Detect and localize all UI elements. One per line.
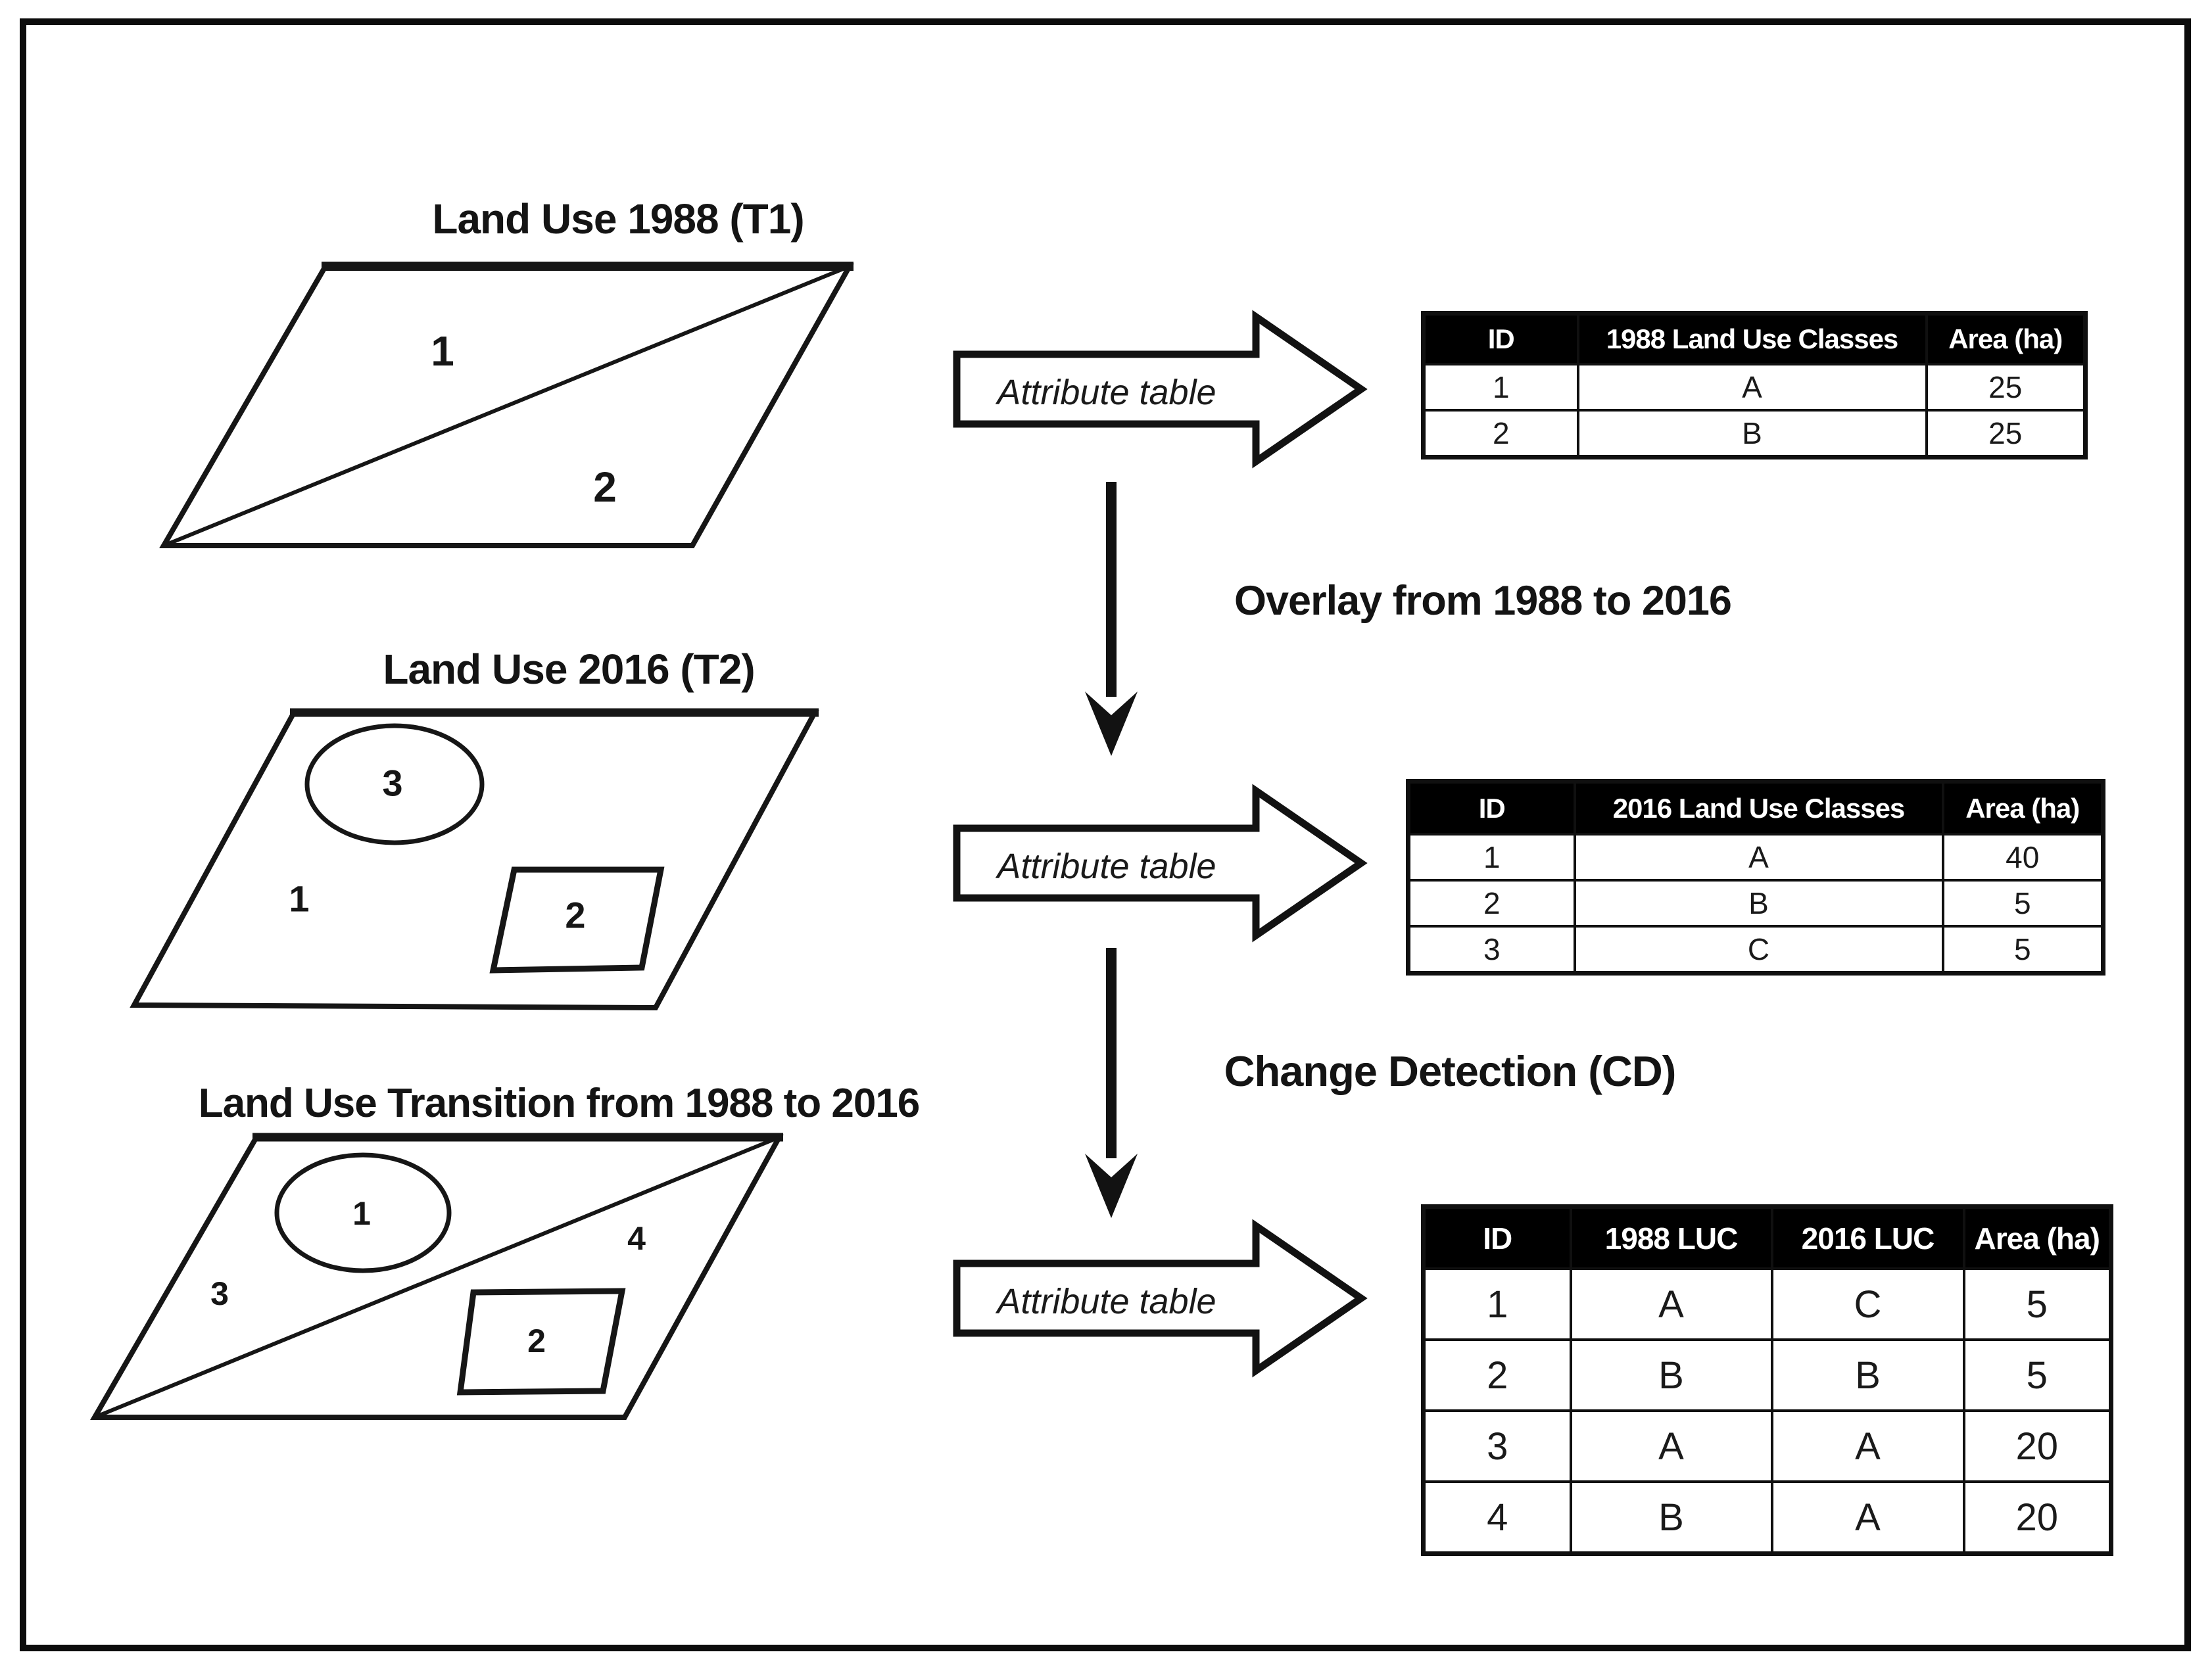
map-transition-region-3-label: 3 xyxy=(210,1275,229,1312)
diagram-2016-title: Land Use 2016 (T2) xyxy=(383,646,755,693)
cell-2016luc: C xyxy=(1770,1267,1965,1341)
attribute-table-arrow-2-shape xyxy=(953,784,1368,943)
overlay-step-label: Overlay from 1988 to 2016 xyxy=(1234,578,1732,624)
cell-id: 3 xyxy=(1407,925,1576,975)
cell-class: A xyxy=(1573,833,1944,882)
cell-class: A xyxy=(1576,363,1928,412)
attribute-table-1988: ID 1988 Land Use Classes Area (ha) 1 A 2… xyxy=(1421,311,2088,459)
cell-1988luc: B xyxy=(1569,1480,1773,1555)
map-1988-diagonal xyxy=(162,264,851,548)
map-transition-region-2-label: 2 xyxy=(527,1323,546,1359)
flow-arrow-down-2-icon xyxy=(1085,948,1138,1218)
cell-class: C xyxy=(1573,925,1944,975)
flow-arrow-down-1-head xyxy=(1085,692,1138,756)
map-transition-square-region xyxy=(456,1288,626,1396)
attribute-table-arrow-2-label: Attribute table xyxy=(995,847,1216,886)
attribute-table-arrow-2: Attribute table xyxy=(953,784,1368,943)
cell-id: 1 xyxy=(1422,1267,1572,1341)
cell-2016luc: A xyxy=(1770,1409,1965,1483)
attribute-table-arrow-1: Attribute table xyxy=(953,310,1368,469)
table-row: 2 B B 5 xyxy=(1422,1338,2113,1412)
cell-id: 2 xyxy=(1422,1338,1572,1412)
table-2016-header-area: Area (ha) xyxy=(1941,780,2105,836)
table-1988-header-row: ID 1988 Land Use Classes Area (ha) xyxy=(1422,312,2087,365)
table-row: 1 A 25 xyxy=(1422,363,2087,412)
cell-1988luc: A xyxy=(1569,1409,1773,1483)
attribute-table-arrow-1-label: Attribute table xyxy=(995,373,1216,412)
table-row: 1 A 40 xyxy=(1407,833,2105,882)
table-cd-header-1988luc: 1988 LUC xyxy=(1569,1205,1773,1270)
cell-1988luc: A xyxy=(1569,1267,1773,1341)
map-transition-region-1-label: 1 xyxy=(352,1195,371,1232)
cell-id: 3 xyxy=(1422,1409,1572,1483)
cell-class: B xyxy=(1573,879,1944,928)
map-transition-circle-region xyxy=(274,1152,452,1273)
map-2016-region-2-label: 2 xyxy=(565,895,585,936)
map-1988-region-1-label: 1 xyxy=(431,327,454,375)
table-1988-header-classes: 1988 Land Use Classes xyxy=(1576,312,1928,365)
cell-area: 40 xyxy=(1941,833,2105,882)
map-2016-region-3-label: 3 xyxy=(382,763,402,804)
flow-arrow-down-1-icon xyxy=(1085,482,1138,756)
cell-id: 2 xyxy=(1422,409,1579,459)
table-row: 3 C 5 xyxy=(1407,925,2105,975)
map-2016-square-region xyxy=(489,866,665,974)
attribute-table-arrow-1-shape xyxy=(953,310,1368,469)
table-1988-header-id: ID xyxy=(1422,312,1579,365)
map-2016-region-1-label: 1 xyxy=(289,878,309,920)
cell-1988luc: B xyxy=(1569,1338,1773,1412)
table-2016-header-id: ID xyxy=(1407,780,1576,836)
table-row: 1 A C 5 xyxy=(1422,1267,2113,1341)
map-2016: 3 1 2 xyxy=(130,708,819,1011)
cell-id: 2 xyxy=(1407,879,1576,928)
attribute-table-change-detection: ID 1988 LUC 2016 LUC Area (ha) 1 A C 5 2… xyxy=(1421,1204,2113,1556)
map-1988-region-2-label: 2 xyxy=(593,463,617,511)
table-row: 2 B 25 xyxy=(1422,409,2087,459)
table-2016-header-classes: 2016 Land Use Classes xyxy=(1573,780,1944,836)
cell-area: 5 xyxy=(1941,879,2105,928)
map-transition: 1 2 3 4 xyxy=(90,1133,784,1420)
cell-area: 25 xyxy=(1925,409,2087,459)
figure-border-frame xyxy=(20,18,2191,1651)
cell-area: 20 xyxy=(1962,1480,2113,1555)
table-cd-header-id: ID xyxy=(1422,1205,1572,1270)
table-2016-header-row: ID 2016 Land Use Classes Area (ha) xyxy=(1407,780,2105,836)
cell-area: 20 xyxy=(1962,1409,2113,1483)
change-detection-step-label: Change Detection (CD) xyxy=(1224,1047,1677,1095)
table-row: 4 B A 20 xyxy=(1422,1480,2113,1555)
map-1988: 1 2 xyxy=(159,262,854,548)
flow-arrow-down-2-head xyxy=(1085,1154,1138,1218)
attribute-table-arrow-3: Attribute table xyxy=(953,1219,1368,1378)
cell-id: 4 xyxy=(1422,1480,1572,1555)
map-transition-region-4-label: 4 xyxy=(627,1220,646,1257)
cell-id: 1 xyxy=(1422,363,1579,412)
table-row: 2 B 5 xyxy=(1407,879,2105,928)
table-cd-header-2016luc: 2016 LUC xyxy=(1770,1205,1965,1270)
cell-area: 5 xyxy=(1962,1338,2113,1412)
cell-2016luc: B xyxy=(1770,1338,1965,1412)
table-cd-header-area: Area (ha) xyxy=(1962,1205,2113,1270)
diagram-1988-title: Land Use 1988 (T1) xyxy=(432,195,804,243)
map-transition-diagonal xyxy=(93,1135,781,1419)
cell-area: 5 xyxy=(1962,1267,2113,1341)
table-cd-header-row: ID 1988 LUC 2016 LUC Area (ha) xyxy=(1422,1205,2113,1270)
table-1988-header-area: Area (ha) xyxy=(1925,312,2087,365)
diagram-transition-title: Land Use Transition from 1988 to 2016 xyxy=(198,1081,921,1126)
attribute-table-2016: ID 2016 Land Use Classes Area (ha) 1 A 4… xyxy=(1406,779,2105,976)
cell-id: 1 xyxy=(1407,833,1576,882)
cell-area: 25 xyxy=(1925,363,2087,412)
cell-area: 5 xyxy=(1941,925,2105,975)
map-2016-circle-region xyxy=(304,723,485,845)
attribute-table-arrow-3-label: Attribute table xyxy=(995,1282,1216,1321)
cell-2016luc: A xyxy=(1770,1480,1965,1555)
attribute-table-arrow-3-shape xyxy=(953,1219,1368,1378)
table-row: 3 A A 20 xyxy=(1422,1409,2113,1483)
cell-class: B xyxy=(1576,409,1928,459)
